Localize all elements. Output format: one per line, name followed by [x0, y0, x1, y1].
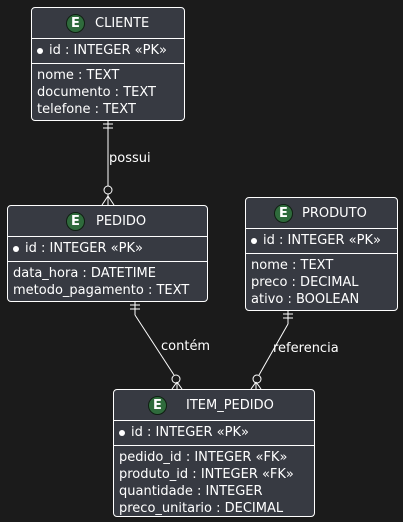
key-bullet-icon — [13, 245, 19, 252]
attribute-section: nome : TEXT documento : TEXT telefone : … — [32, 64, 184, 120]
field: documento : TEXT — [37, 85, 156, 100]
entity-badge-icon: E — [66, 14, 85, 33]
entity-header: E PRODUTO — [246, 198, 397, 228]
field: metodo_pagamento : TEXT — [13, 283, 190, 298]
entity-name: PRODUTO — [302, 206, 367, 221]
attribute-section: data_hora : DATETIME metodo_pagamento : … — [8, 262, 207, 301]
edge-produto-item-pedido — [250, 311, 293, 390]
field: preco_unitario : DECIMAL — [119, 501, 284, 516]
entity-badge-icon: E — [274, 204, 293, 223]
entity-name: ITEM_PEDIDO — [186, 398, 274, 413]
field-text: id : INTEGER «PK» — [49, 43, 167, 58]
field: pedido_id : INTEGER «FK» — [119, 450, 288, 465]
relationship-label-contem: contém — [161, 339, 211, 354]
divider — [8, 261, 207, 262]
pk-field: id : INTEGER «PK» — [13, 240, 202, 257]
field: preco : DECIMAL — [251, 275, 359, 290]
pk-field: id : INTEGER «PK» — [37, 42, 179, 59]
field: telefone : TEXT — [37, 102, 136, 117]
field: quantidade : INTEGER — [119, 484, 263, 499]
entity-name: PEDIDO — [96, 214, 147, 229]
entity-badge-icon: E — [66, 212, 85, 231]
attribute-section: pedido_id : INTEGER «FK» produto_id : IN… — [114, 446, 314, 516]
field: nome : TEXT — [37, 68, 120, 83]
field: nome : TEXT — [251, 258, 334, 273]
pk-field: id : INTEGER «PK» — [251, 232, 392, 249]
relationship-label-referencia: referencia — [273, 341, 339, 356]
divider — [32, 63, 184, 64]
key-bullet-icon — [119, 429, 125, 436]
entity-badge-icon: E — [148, 396, 167, 415]
divider — [246, 253, 397, 254]
edge-cliente-pedido — [101, 121, 115, 206]
field-text: id : INTEGER «PK» — [131, 425, 249, 440]
field: ativo : BOOLEAN — [251, 292, 360, 307]
primary-key-section: id : INTEGER «PK» — [32, 39, 184, 63]
primary-key-section: id : INTEGER «PK» — [246, 229, 397, 253]
relationship-label-possui: possui — [109, 151, 151, 166]
entity-header: E ITEM_PEDIDO — [114, 390, 314, 420]
entity-item-pedido[interactable]: E ITEM_PEDIDO id : INTEGER «PK» pedido_i… — [113, 389, 315, 517]
field-text: id : INTEGER «PK» — [25, 241, 143, 256]
entity-header: E PEDIDO — [8, 206, 207, 236]
primary-key-section: id : INTEGER «PK» — [114, 421, 314, 445]
entity-produto[interactable]: E PRODUTO id : INTEGER «PK» nome : TEXT … — [245, 197, 398, 311]
field-text: id : INTEGER «PK» — [263, 233, 381, 248]
entity-cliente[interactable]: E CLIENTE id : INTEGER «PK» nome : TEXT … — [31, 7, 185, 121]
field: produto_id : INTEGER «FK» — [119, 467, 294, 482]
entity-header: E CLIENTE — [32, 8, 184, 38]
divider — [114, 445, 314, 446]
divider — [32, 38, 184, 39]
divider — [246, 228, 397, 229]
entity-pedido[interactable]: E PEDIDO id : INTEGER «PK» data_hora : D… — [7, 205, 208, 302]
pk-field: id : INTEGER «PK» — [119, 424, 309, 441]
field: data_hora : DATETIME — [13, 266, 156, 281]
attribute-section: nome : TEXT preco : DECIMAL ativo : BOOL… — [246, 254, 397, 310]
edge-pedido-item-pedido — [130, 302, 183, 390]
key-bullet-icon — [37, 47, 43, 54]
divider — [8, 236, 207, 237]
key-bullet-icon — [251, 237, 257, 244]
primary-key-section: id : INTEGER «PK» — [8, 237, 207, 261]
divider — [114, 420, 314, 421]
entity-name: CLIENTE — [95, 16, 150, 31]
